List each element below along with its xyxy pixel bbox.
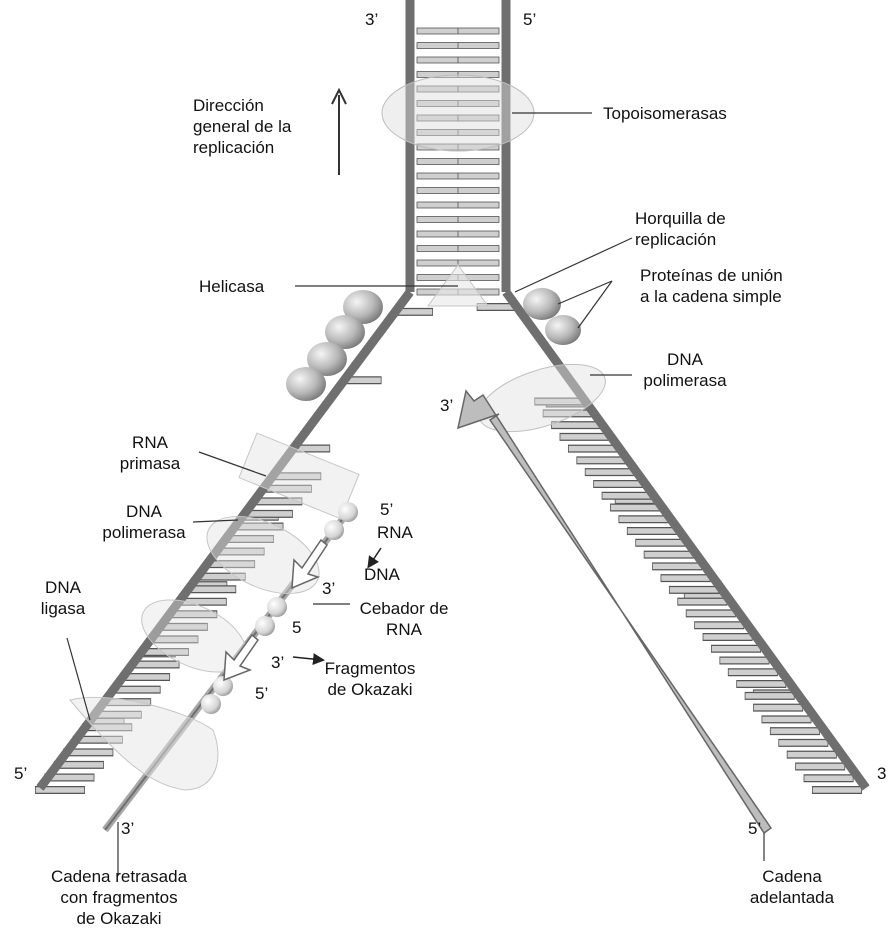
rna-primer-ball xyxy=(255,616,275,636)
rna-primer-ball xyxy=(201,694,221,714)
label-lagging-dna-polymerase: DNA polimerasa xyxy=(94,501,194,543)
label-leading-dna-polymerase: DNA polimerasa xyxy=(640,349,730,391)
label-lagging-strand: Cadena retrasada con fragmentos de Okaza… xyxy=(18,866,220,929)
label-bottom-right-5-prime: 5’ xyxy=(748,818,761,839)
label-rna-primer: Cebador de RNA xyxy=(348,598,460,640)
label-right-3: 3 xyxy=(877,763,886,784)
label-lagging-3-prime-a: 3’ xyxy=(322,578,335,599)
ssb-protein xyxy=(523,288,561,320)
label-parental-3-prime: 3’ xyxy=(365,9,378,30)
label-okazaki-fragments: Fragmentos de Okazaki xyxy=(320,658,420,700)
rna-primer-ball xyxy=(267,597,287,617)
label-ssb-proteins: Proteínas de unión a la cadena simple xyxy=(640,265,783,307)
label-leading-3-prime: 3’ xyxy=(440,395,453,416)
okazaki-pointer xyxy=(293,657,322,660)
label-bottom-left-3-prime: 3’ xyxy=(121,818,134,839)
label-parental-5-prime: 5’ xyxy=(523,9,536,30)
ssb-protein xyxy=(286,367,326,401)
label-leading-strand: Cadena adelantada xyxy=(742,866,842,908)
rna-primer-ball xyxy=(338,502,358,522)
label-replication-fork: Horquilla de replicación xyxy=(635,208,726,250)
label-lagging-3-prime-b: 3’ xyxy=(271,652,284,673)
label-lagging-5-prime-top: 5’ xyxy=(380,499,393,520)
leading-dna-polymerase-shape xyxy=(471,351,614,445)
label-direction: Dirección general de la replicación xyxy=(193,95,291,158)
ssb-protein xyxy=(545,315,581,345)
label-dna-ligase: DNA ligasa xyxy=(33,577,93,619)
label-topoisomerases: Topoisomerasas xyxy=(603,103,727,124)
topoisomerase-shape xyxy=(382,75,534,151)
label-primer-5: 5 xyxy=(292,617,301,638)
rna-primer-ball xyxy=(213,676,233,696)
label-rna: RNA xyxy=(377,522,413,543)
label-lagging-5-prime-bottom: 5’ xyxy=(255,683,268,704)
label-helicase: Helicasa xyxy=(199,276,264,297)
label-dna: DNA xyxy=(364,564,400,585)
rna-primer-ball xyxy=(324,520,344,540)
label-rna-primase: RNA primasa xyxy=(105,432,195,474)
label-left-5-prime: 5’ xyxy=(14,763,27,784)
